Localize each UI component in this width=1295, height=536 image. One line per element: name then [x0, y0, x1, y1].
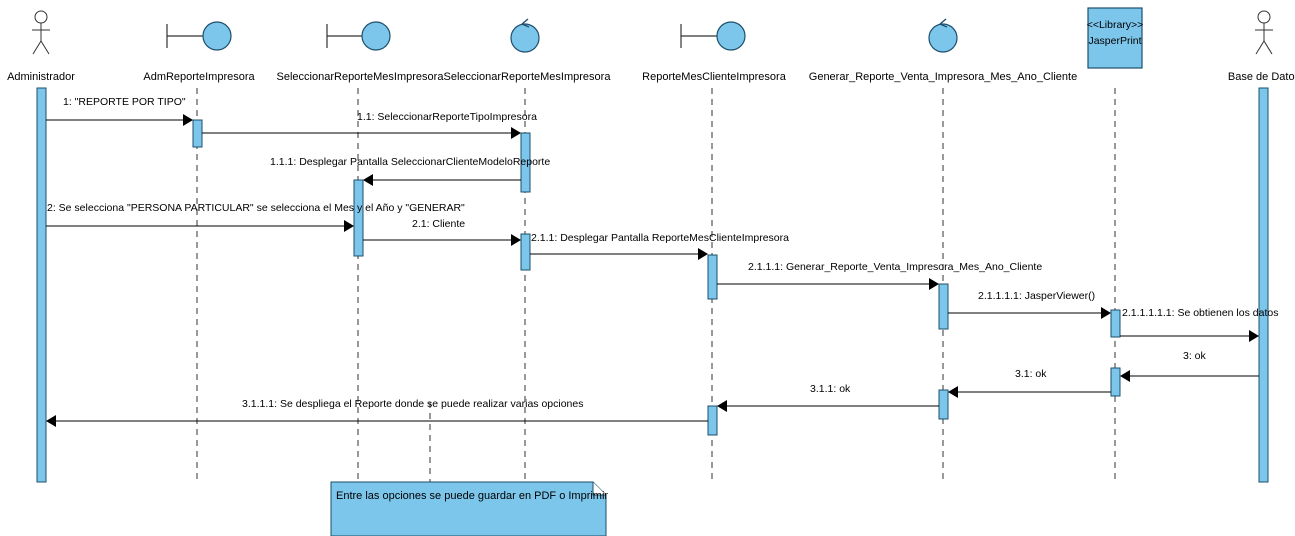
message-label-3-1-1-1: 3.1.1.1: Se despliega el Reporte donde s…	[242, 398, 583, 410]
arrowhead	[1249, 330, 1259, 342]
arrowhead	[183, 114, 193, 126]
boundary-icon	[166, 21, 232, 51]
activation-jasperprint-2	[1110, 367, 1121, 397]
arrowhead	[511, 127, 521, 139]
note: Entre las opciones se puede guardar en P…	[330, 481, 608, 536]
activation-base-de-datos	[1258, 87, 1269, 483]
message-label-2-1: 2.1: Cliente	[412, 218, 465, 230]
library-box	[1087, 7, 1143, 69]
activation-seleccionar-boundary	[353, 179, 364, 257]
arrowhead	[363, 174, 373, 186]
lifeline-label-base-de-datos: Base de Datos	[1228, 71, 1295, 83]
message-label-3-1: 3.1: ok	[1015, 368, 1047, 380]
note-text: Entre las opciones se puede guardar en P…	[336, 490, 608, 502]
lifeline-label-administrador: Administrador	[7, 71, 75, 83]
arrowhead	[1120, 370, 1130, 382]
activation-jasperprint-1	[1110, 309, 1121, 338]
message-label-1: 1: "REPORTE POR TIPO"	[63, 96, 186, 108]
message-label-2-1-1-1-1-1: 2.1.1.1.1.1: Se obtienen los datos	[1122, 307, 1278, 319]
database-actor-icon	[1255, 10, 1273, 55]
boundary-icon	[680, 21, 746, 51]
arrowhead	[1101, 307, 1111, 319]
activation-reportemes-2	[707, 405, 718, 436]
lifeline-label-reportemesclienteimpresora: ReporteMesClienteImpresora	[642, 71, 787, 83]
arrowhead	[698, 248, 708, 260]
message-label-1-1-1: 1.1.1: Desplegar Pantalla SeleccionarCli…	[270, 156, 550, 168]
lifeline-label-seleccionar-control: SeleccionarReporteMesImpresora	[444, 71, 612, 83]
lifeline-label-admreporteimpresora: AdmReporteImpresora	[143, 71, 255, 83]
activation-administrador	[36, 87, 47, 483]
arrowhead	[46, 415, 56, 427]
lifeline-label-generar: Generar_Reporte_Venta_Impresora_Mes_Ano_…	[809, 71, 1077, 83]
activation-generar-1	[938, 283, 949, 330]
message-label-3-1-1: 3.1.1: ok	[810, 383, 851, 395]
control-icon	[928, 18, 958, 53]
arrowhead	[511, 234, 521, 246]
message-label-2-1-1-1-1: 2.1.1.1.1: JasperViewer()	[978, 290, 1095, 302]
activation-reportemes-1	[707, 254, 718, 300]
arrowhead	[344, 220, 354, 232]
actor-icon	[32, 10, 50, 55]
message-label-2-1-1-1: 2.1.1.1: Generar_Reporte_Venta_Impresora…	[748, 261, 1042, 273]
activation-seleccionar-control-2	[520, 233, 531, 271]
arrowhead	[948, 386, 958, 398]
library-stereotype: <<Library>>	[1087, 19, 1144, 31]
library-name: JasperPrint	[1088, 35, 1141, 47]
message-label-1-1: 1.1: SeleccionarReporteTipoImpresora	[357, 111, 537, 123]
arrowhead	[717, 400, 727, 412]
control-icon	[510, 18, 540, 53]
message-label-2: 2: Se selecciona "PERSONA PARTICULAR" se…	[47, 202, 465, 214]
activation-seleccionar-control-1	[520, 132, 531, 193]
arrowhead	[929, 278, 939, 290]
activation-generar-2	[938, 389, 949, 420]
lifeline-label-seleccionar-boundary: SeleccionarReporteMesImpresora	[277, 71, 445, 83]
message-label-2-1-1: 2.1.1: Desplegar Pantalla ReporteMesClie…	[531, 232, 789, 244]
message-label-3: 3: ok	[1183, 350, 1207, 362]
activation-admreporte	[192, 119, 203, 148]
boundary-icon	[326, 21, 391, 51]
